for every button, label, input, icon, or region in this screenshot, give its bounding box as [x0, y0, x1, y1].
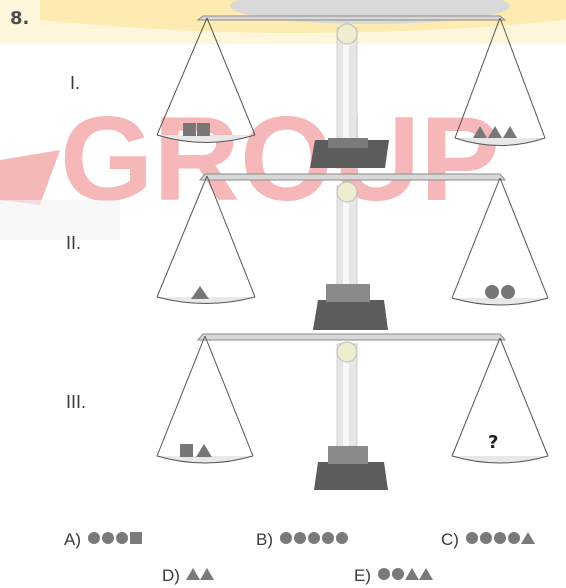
scale-label-1: I.: [70, 73, 81, 93]
circle-shape: [116, 532, 128, 544]
circle-shape: [465, 532, 478, 544]
option-letter: D): [162, 566, 180, 585]
watermark-shadow: [0, 200, 120, 240]
scale-label-2: II.: [66, 233, 82, 253]
triangle-shape: [191, 286, 209, 299]
option-letter: B): [256, 530, 273, 549]
triangle-shape: [196, 444, 212, 457]
scale-1: [156, 15, 546, 169]
square-shape: [183, 123, 196, 136]
triangle-shape: [419, 568, 433, 580]
scale-label-3: III.: [66, 392, 87, 412]
option-a[interactable]: A): [64, 530, 145, 550]
circle-shape: [507, 532, 520, 544]
triangle-shape: [503, 126, 517, 138]
circle-shape: [88, 532, 100, 544]
circle-shape: [294, 532, 306, 544]
circle-shape: [392, 568, 404, 580]
option-shapes: [377, 566, 435, 586]
watermark-fragment: [0, 150, 60, 205]
triangle-shape: [488, 126, 502, 138]
option-shapes: [87, 530, 145, 550]
option-shapes: [185, 566, 216, 586]
triangle-shape: [473, 126, 487, 138]
header-decoration: [0, 0, 566, 44]
scale-2: [156, 173, 549, 330]
option-letter: A): [64, 530, 81, 549]
square-shape: [180, 444, 193, 457]
watermark: GROUP: [60, 92, 500, 226]
option-d[interactable]: D): [162, 566, 216, 586]
square-shape: [130, 532, 142, 544]
square-shape: [197, 123, 210, 136]
option-shapes: [465, 530, 537, 550]
circle-shape: [378, 568, 390, 580]
circle-shape: [280, 532, 292, 544]
triangle-shape: [520, 532, 535, 544]
circle-shape: [501, 285, 515, 299]
circle-shape: [485, 285, 499, 299]
option-b[interactable]: B): [256, 530, 351, 550]
scale-3: [156, 333, 549, 490]
option-letter: C): [441, 530, 459, 549]
triangle-shape: [405, 568, 419, 580]
circle-shape: [493, 532, 506, 544]
circle-shape: [322, 532, 334, 544]
circle-shape: [102, 532, 114, 544]
circle-shape: [479, 532, 492, 544]
option-c[interactable]: C): [441, 530, 537, 550]
option-e[interactable]: E): [354, 566, 435, 586]
option-letter: E): [354, 566, 371, 585]
question-number: 8.: [10, 8, 30, 29]
triangle-shape: [185, 568, 200, 580]
circle-shape: [336, 532, 348, 544]
circle-shape: [308, 532, 320, 544]
triangle-shape: [199, 568, 214, 580]
unknown-mark: ?: [488, 432, 499, 453]
option-shapes: [279, 530, 351, 550]
